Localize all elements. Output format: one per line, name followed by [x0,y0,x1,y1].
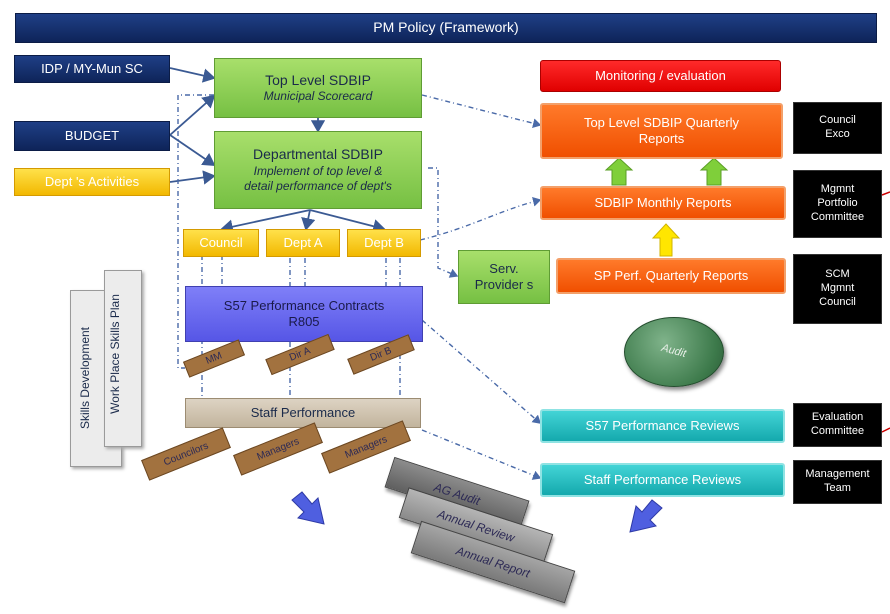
council-exco-box: Council Exco [793,102,882,154]
quarterly-reports-box: Top Level SDBIP Quarterly Reports [540,103,783,159]
departmental-line1: Implement of top level & [253,163,383,178]
council-exco-line2: Exco [825,128,850,140]
s57-reviews-box: S57 Performance Reviews [540,409,785,443]
top-level-subtitle: Municipal Scorecard [263,89,373,104]
page-title-text: PM Policy (Framework) [373,19,519,36]
dept-b-label: Dept B [364,234,404,250]
departmental-line2: detail performance of dept's [244,178,392,193]
mgmnt-portfolio-box: Mgmnt Portfolio Committee [793,170,882,238]
page-title: PM Policy (Framework) [15,13,877,43]
management-line2: Team [824,482,851,494]
management-line1: Management [805,468,870,481]
activities-box: Dept 's Activities [14,168,170,196]
serv-providers-line1: Serv. [489,260,519,276]
mgmnt-portfolio-line2: Portfolio [817,197,858,210]
monthly-reports-box: SDBIP Monthly Reports [540,186,786,220]
s57-contracts-box: S57 Performance Contracts R805 [185,286,423,342]
quarterly-reports-line2: Reports [638,131,685,146]
sp-quarterly-label: SP Perf. Quarterly Reports [593,267,749,283]
idp-label: IDP / MY-Mun SC [41,60,143,76]
departmental-title: Departmental SDBIP [253,146,383,163]
evaluation-line1: Evaluation [811,411,864,424]
staff-reviews-label: Staff Performance Reviews [583,471,742,487]
idp-box: IDP / MY-Mun SC [14,55,170,83]
council-exco-line1: Council [819,114,856,127]
mgmnt-portfolio-line1: Mgmnt [820,183,855,196]
evaluation-line2: Committee [810,425,865,437]
activities-label: Dept 's Activities [44,173,140,189]
monthly-reports-label: SDBIP Monthly Reports [594,194,732,210]
evaluation-committee-box: Evaluation Committee [793,403,882,447]
serv-providers-box: Serv. Provider s [458,250,550,304]
dept-b-box: Dept B [347,229,421,257]
serv-providers-line2: Provider s [474,277,534,292]
staff-performance-label: Staff Performance [250,404,356,420]
scm-line1: SCM [825,268,850,281]
scm-council-box: SCM Mgmnt Council [793,254,882,324]
skills-development-label: Skills Development [78,326,93,430]
staff-reviews-box: Staff Performance Reviews [540,463,785,497]
top-level-title: Top Level SDBIP [265,71,371,88]
audit-circle: Audit [624,317,724,387]
workplace-skills-plan-label: Work Place Skills Plan [107,294,122,414]
dept-a-box: Dept A [266,229,340,257]
budget-box: BUDGET [14,121,170,151]
s57-contracts-line2: R805 [288,314,320,329]
quarterly-reports-line1: Top Level SDBIP Quarterly [583,114,740,130]
top-level-sdbip-box: Top Level SDBIP Municipal Scorecard [214,58,422,118]
council-label: Council [199,234,243,250]
management-team-box: Management Team [793,460,882,504]
monitoring-box: Monitoring / evaluation [540,60,781,92]
s57-reviews-label: S57 Performance Reviews [585,417,740,433]
dept-a-label: Dept A [283,234,323,250]
mgmnt-portfolio-line3: Committee [810,210,865,223]
scm-line2: Mgmnt [820,282,855,295]
council-box: Council [183,229,259,257]
mm-tag-label: MM [204,350,224,367]
sp-quarterly-box: SP Perf. Quarterly Reports [556,258,786,294]
workplace-skills-plan-card: Work Place Skills Plan [104,270,142,447]
departmental-sdbip-box: Departmental SDBIP Implement of top leve… [214,131,422,209]
scm-line3: Council [819,295,856,308]
audit-label: Audit [660,342,688,361]
budget-label: BUDGET [64,127,120,143]
monitoring-label: Monitoring / evaluation [595,67,726,83]
staff-performance-box: Staff Performance [185,398,421,428]
s57-contracts-line1: S57 Performance Contracts [223,297,385,313]
